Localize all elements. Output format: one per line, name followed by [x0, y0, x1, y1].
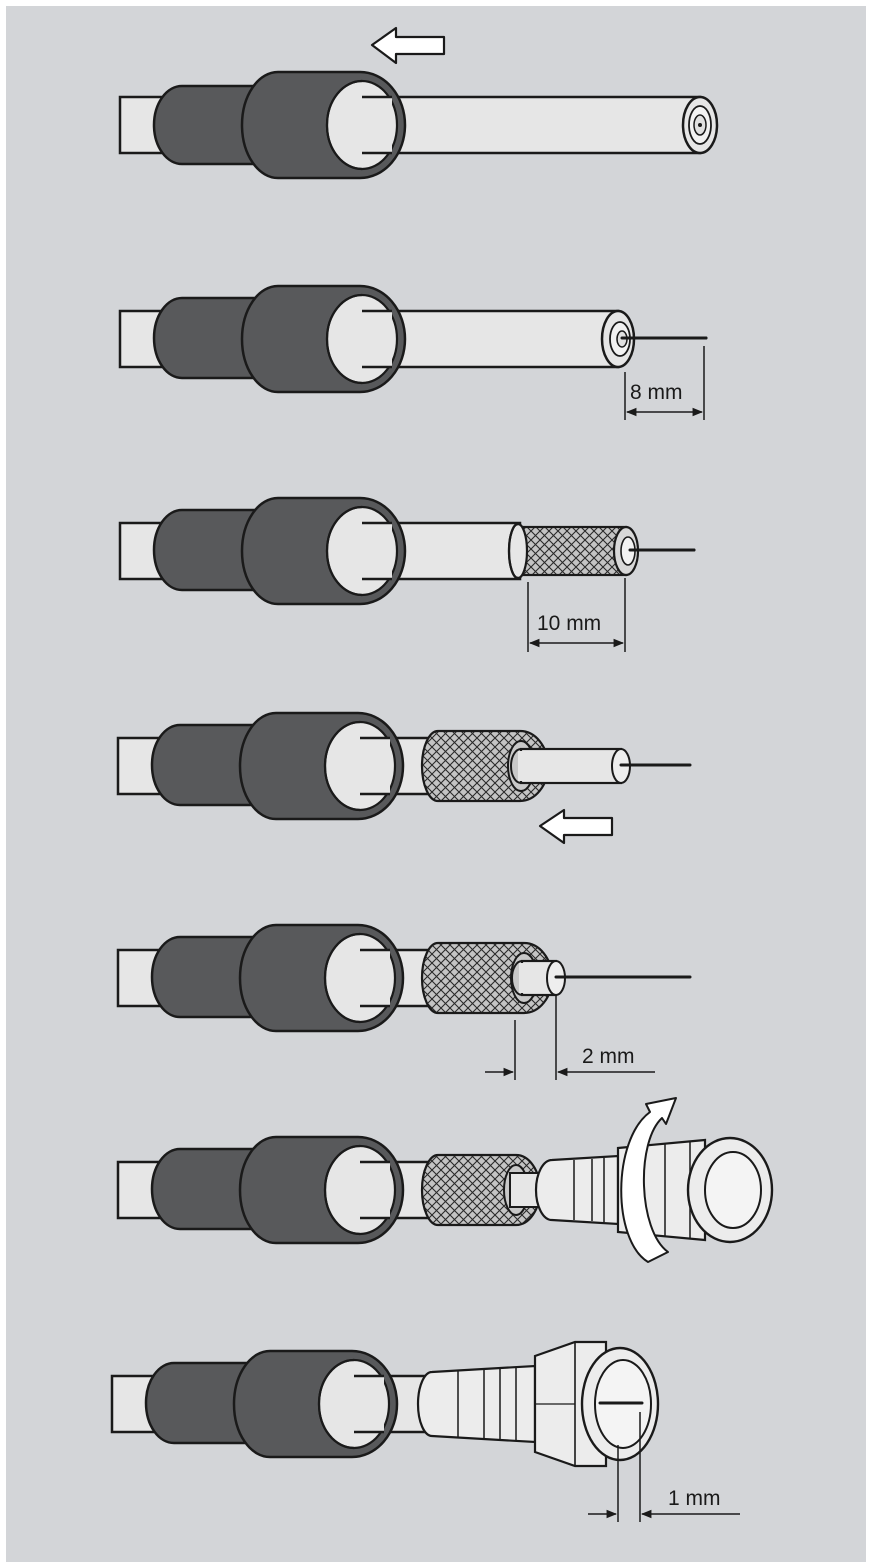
push-left-arrow-icon [370, 26, 446, 65]
large-sleeve [240, 496, 407, 606]
small-sleeve [152, 84, 264, 166]
small-sleeve [150, 723, 262, 807]
dimension-10mm: 10 mm [527, 578, 626, 652]
braid-shield [507, 522, 628, 580]
large-sleeve [238, 923, 405, 1033]
step-2: 8 mm [118, 284, 708, 420]
step-5: 2 mm [116, 923, 692, 1080]
small-sleeve [152, 508, 264, 592]
step-4 [116, 711, 692, 845]
dimension-label: 10 mm [537, 612, 601, 635]
cable-end [681, 95, 719, 155]
large-sleeve [238, 711, 405, 821]
step-7: 1 mm [110, 1340, 740, 1522]
step-3: 10 mm [118, 496, 696, 652]
dimension-label: 8 mm [630, 381, 683, 404]
cable-end [600, 309, 636, 369]
dimension-label: 1 mm [668, 1487, 721, 1510]
large-sleeve [232, 1349, 399, 1459]
dimension-8mm: 8 mm [624, 346, 705, 420]
dimension-label: 2 mm [582, 1045, 635, 1068]
large-sleeve [238, 1135, 405, 1245]
dimension-1mm: 1 mm [588, 1412, 740, 1522]
small-sleeve [144, 1361, 256, 1445]
large-sleeve [240, 284, 407, 394]
rotate-arrow-icon [620, 1097, 677, 1263]
dimension-2mm: 2 mm [485, 996, 655, 1080]
dielectric [510, 747, 631, 785]
braid-shield-folded [420, 1153, 545, 1227]
f-connector [534, 1136, 774, 1244]
small-sleeve [150, 935, 262, 1019]
small-sleeve [150, 1147, 262, 1231]
small-sleeve [152, 296, 264, 380]
push-left-arrow-icon [538, 808, 614, 845]
large-sleeve [240, 70, 407, 180]
step-6 [116, 1097, 774, 1263]
step-1 [118, 26, 719, 180]
